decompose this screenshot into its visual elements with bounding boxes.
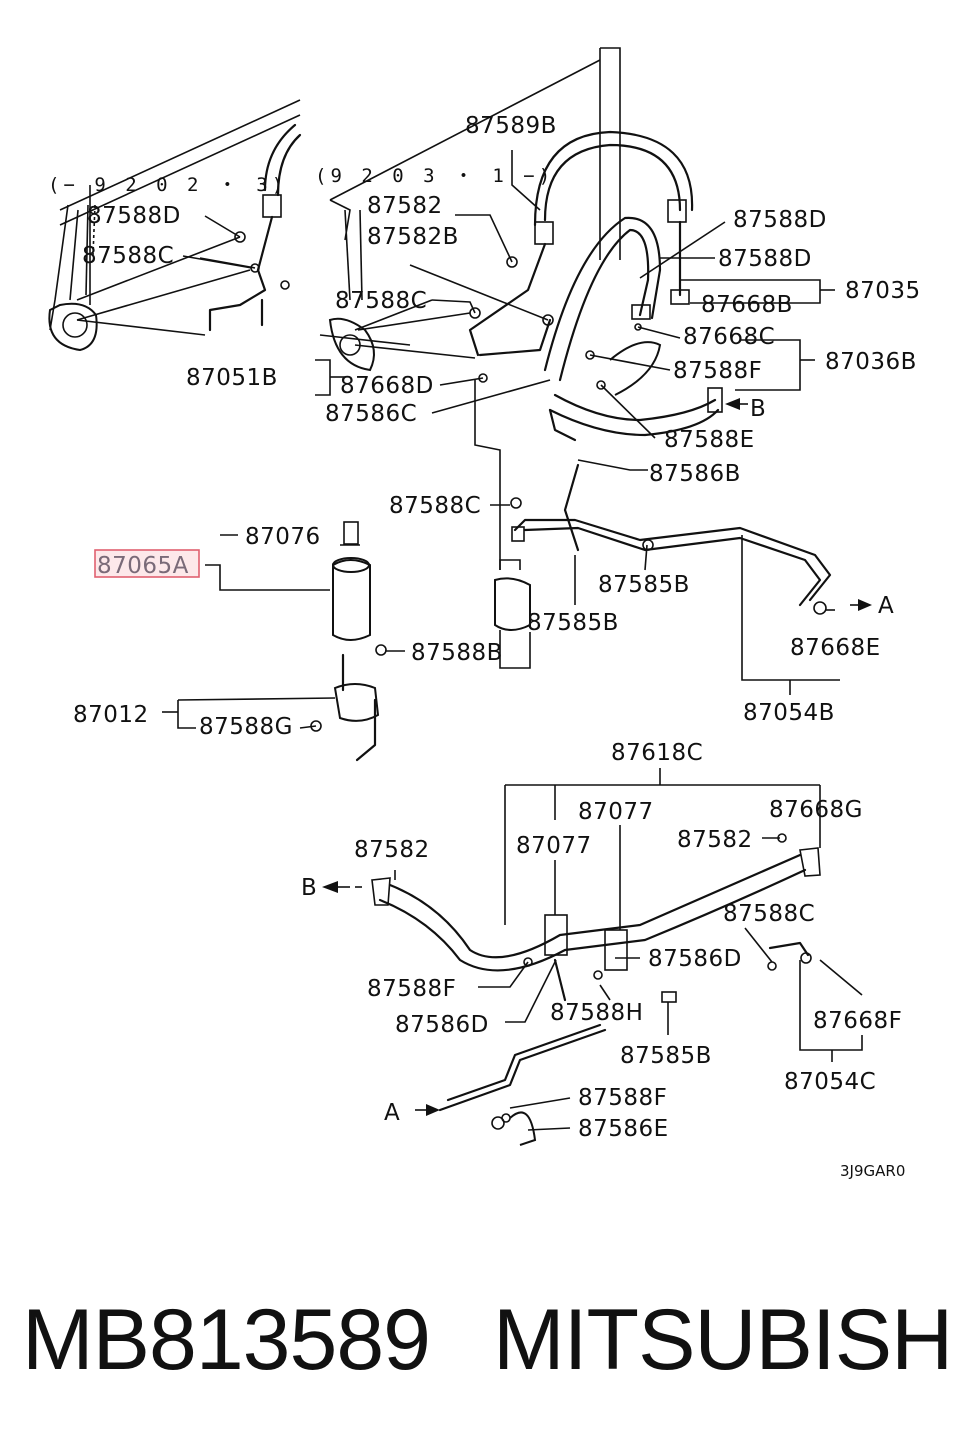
label-87582b: 87582B — [367, 224, 459, 250]
brand-name: MITSUBISHI — [493, 1292, 960, 1388]
leader-lines — [162, 150, 863, 1131]
label-87588f-bottom: 87588F — [578, 1085, 667, 1111]
label-87586e: 87586E — [578, 1116, 669, 1142]
label-87668d: 87668D — [340, 373, 434, 399]
ac-piping-diagram: (− 9 2 0 2 ・ 3) (9 2 0 3 ・ 1 −) 87589B 8… — [48, 47, 921, 1180]
label-arrow-a-right: A — [878, 593, 894, 619]
label-87076: 87076 — [245, 524, 321, 550]
part-number: MB813589 — [22, 1292, 431, 1388]
label-87582-b: 87582 — [677, 827, 753, 853]
date-code-middle: (9 2 0 3 ・ 1 −) — [315, 165, 554, 187]
labels: (− 9 2 0 2 ・ 3) (9 2 0 3 ・ 1 −) 87589B 8… — [48, 113, 921, 1180]
arrow-a-right-head — [858, 599, 872, 611]
label-arrow-b-top: B — [750, 396, 766, 422]
arrow-b-left-head — [322, 881, 338, 893]
label-87582-c: 87582 — [354, 837, 430, 863]
left-condenser-assembly — [48, 99, 302, 352]
label-87588c-mid: 87588C — [335, 288, 427, 314]
label-87051b: 87051B — [186, 365, 278, 391]
flow-arrows — [322, 398, 872, 1116]
label-87668c: 87668C — [683, 324, 775, 350]
date-code-left: (− 9 2 0 2 ・ 3) — [48, 174, 287, 196]
label-87077-a: 87077 — [578, 799, 654, 825]
label-87585b-a: 87585B — [598, 572, 690, 598]
label-87588h: 87588H — [550, 1000, 643, 1026]
label-87588c-left: 87588C — [82, 243, 174, 269]
arrow-b-top-head — [725, 398, 740, 410]
label-87668b: 87668B — [701, 292, 793, 318]
label-arrow-b-left: B — [301, 875, 317, 901]
label-87585b-low: 87585B — [620, 1043, 712, 1069]
middle-assembly — [319, 47, 694, 383]
lower-hose-assembly — [371, 833, 821, 1146]
label-87586d-right: 87586D — [648, 946, 742, 972]
label-87588f-low: 87588F — [367, 976, 456, 1002]
label-87054c: 87054C — [784, 1069, 876, 1095]
label-87036b: 87036B — [825, 349, 917, 375]
label-87618c: 87618C — [611, 740, 703, 766]
label-87588c-low: 87588C — [723, 901, 815, 927]
receiver-line-assembly — [474, 380, 832, 669]
label-87668e: 87668E — [790, 635, 881, 661]
label-87035: 87035 — [845, 278, 921, 304]
label-87586b: 87586B — [649, 461, 741, 487]
label-87077-b: 87077 — [516, 833, 592, 859]
label-87588d-right-1: 87588D — [733, 207, 827, 233]
label-87588e: 87588E — [664, 427, 755, 453]
label-87054b: 87054B — [743, 700, 835, 726]
arrow-a-left-head — [426, 1104, 440, 1116]
label-87012: 87012 — [73, 702, 149, 728]
label-87589b: 87589B — [465, 113, 557, 139]
label-87586c: 87586C — [325, 401, 417, 427]
footer-caption: MB813589 MITSUBISHI — [0, 1285, 960, 1395]
label-87582-top: 87582 — [367, 193, 443, 219]
label-87588g: 87588G — [199, 714, 293, 740]
label-87668f: 87668F — [813, 1008, 902, 1034]
drawing-code: 3J9GAR0 — [840, 1162, 905, 1180]
label-87588f-top: 87588F — [673, 358, 762, 384]
label-87585b-b: 87585B — [527, 610, 619, 636]
label-87586d-left: 87586D — [395, 1012, 489, 1038]
label-87588b: 87588B — [411, 640, 503, 666]
label-87588d-left: 87588D — [87, 203, 181, 229]
label-87065a: 87065A — [97, 553, 189, 579]
receiver-drier — [310, 521, 387, 762]
label-87588d-right-2: 87588D — [718, 246, 812, 272]
label-87588c-receiver: 87588C — [389, 493, 481, 519]
highlight-box — [94, 549, 200, 578]
label-87668g: 87668G — [769, 797, 863, 823]
label-arrow-a-left: A — [384, 1100, 400, 1126]
